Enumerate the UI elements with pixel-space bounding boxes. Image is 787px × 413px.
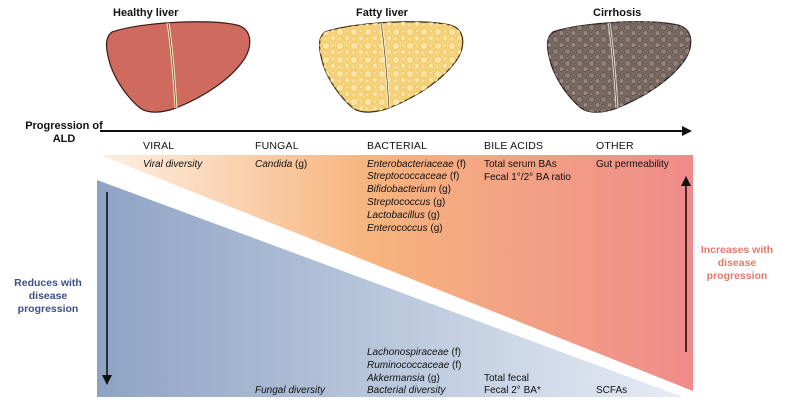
bile-acid-increase-item: Fecal 1°/2° BA ratio xyxy=(484,172,571,183)
bacterial-increase-item: Enterobacteriaceae (f) xyxy=(367,159,466,170)
bacterial-increase-item: Streptococcus (g) xyxy=(367,197,446,208)
gut-permeability-item: Gut permeability xyxy=(596,159,669,170)
increases-label: Increases with disease progression xyxy=(700,244,774,282)
viral-diversity-increase: Viral diversity xyxy=(143,159,203,170)
header-viral: VIRAL xyxy=(143,140,175,152)
bile-acid-reduce-item: Total fecal xyxy=(484,373,530,384)
bacterial-reduce-item: Bacterial diversity xyxy=(367,385,446,396)
scfas-item: SCFAs xyxy=(596,385,628,396)
bile-acid-reduce-item: Fecal 2° BA* xyxy=(484,385,541,396)
bacterial-reduce-item: Lachonospiraceae (f) xyxy=(367,347,461,358)
bacterial-increase-item: Enterococcus (g) xyxy=(367,223,443,234)
fungal-diversity-reduce: Fungal diversity xyxy=(255,385,326,396)
fatty-liver-icon xyxy=(318,21,464,113)
progression-label: Progression of ALD xyxy=(25,120,103,145)
reduce-wedge xyxy=(97,180,683,397)
bile-acid-increase-item: Total serum BAs xyxy=(484,159,557,170)
bacterial-increase-item: Bifidobacterium (g) xyxy=(367,184,451,195)
reduces-label: Reduces with disease progression xyxy=(14,277,82,315)
bacterial-reduce-item: Akkermansia (g) xyxy=(367,373,440,384)
header-bacterial: BACTERIAL xyxy=(367,140,428,152)
header-fungal: FUNGAL xyxy=(255,140,299,152)
header-other: OTHER xyxy=(596,140,634,152)
cirrhosis-liver-icon xyxy=(546,21,692,113)
header-bile-acids: BILE ACIDS xyxy=(484,140,544,152)
cirrhosis-title: Cirrhosis xyxy=(593,7,642,19)
bacterial-increase-item: Lactobacillus (g) xyxy=(367,210,440,221)
bacterial-increase-item: Streptococcaceae (f) xyxy=(367,171,460,182)
increase-wedge xyxy=(100,155,693,391)
healthy-liver-icon xyxy=(105,21,251,113)
candida-item: Candida (g) xyxy=(255,159,308,170)
bacterial-reduce-item: Ruminococcaceae (f) xyxy=(367,360,462,371)
healthy-liver-title: Healthy liver xyxy=(113,7,179,19)
fatty-liver-title: Fatty liver xyxy=(356,7,408,19)
